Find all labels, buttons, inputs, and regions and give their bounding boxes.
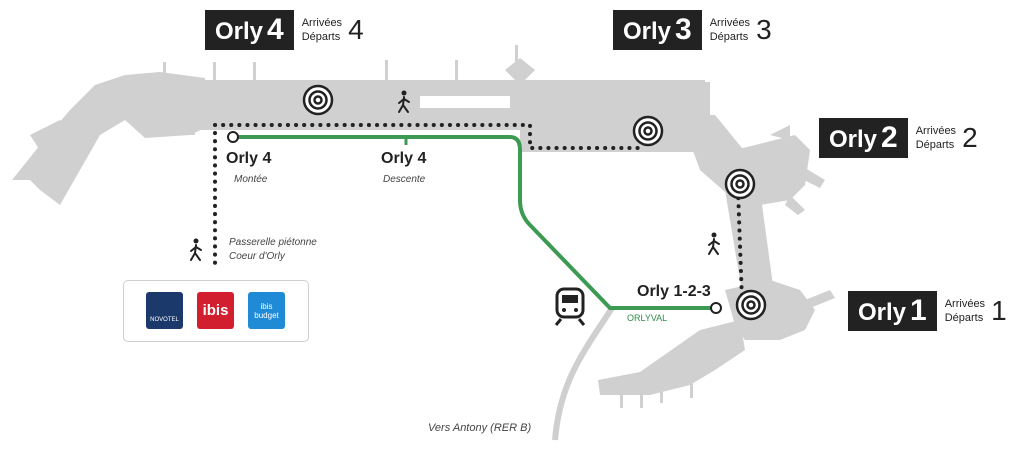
ibis-budget-logo-text: ibis budget bbox=[254, 301, 279, 320]
departures-label: Départs bbox=[709, 31, 749, 43]
station-orly123[interactable] bbox=[710, 302, 722, 314]
departures-label: Départs bbox=[301, 31, 341, 43]
terminal-number: 3 bbox=[675, 13, 692, 46]
arrivals-label: Arrivées bbox=[944, 298, 986, 310]
arrivals-label: Arrivées bbox=[915, 125, 957, 137]
walkway-label-line1: Passerelle piétonne bbox=[229, 237, 317, 248]
rail-line bbox=[552, 306, 615, 441]
terminal-buildings bbox=[12, 45, 835, 408]
terminal-orly3-legend: Arrivées Départs 3 bbox=[710, 14, 772, 46]
terminal-orly4-legend: Arrivées Départs 4 bbox=[302, 14, 364, 46]
legend-number: 1 bbox=[991, 295, 1007, 326]
station-orly4-descente-title: Orly 4 bbox=[381, 150, 427, 167]
terminal-name: Orly bbox=[829, 126, 878, 153]
arrivals-label: Arrivées bbox=[301, 17, 343, 29]
station-orly4-montee[interactable] bbox=[227, 131, 239, 143]
terminal-target-icon bbox=[302, 84, 767, 321]
terminal-name: Orly bbox=[215, 18, 264, 45]
terminal-orly4[interactable]: Orly 4 Arrivées Départs 4 bbox=[205, 10, 364, 50]
terminal-number: 1 bbox=[910, 294, 927, 327]
terminal-orly1-legend: Arrivées Départs 1 bbox=[945, 295, 1007, 327]
train-icon bbox=[554, 287, 586, 326]
departures-label: Départs bbox=[915, 139, 955, 151]
ibis-logo[interactable]: ibis bbox=[197, 292, 234, 329]
legend-number: 4 bbox=[348, 14, 364, 45]
terminal-orly3[interactable]: Orly 3 Arrivées Départs 3 bbox=[613, 10, 772, 50]
pedestrian-icon bbox=[190, 90, 720, 261]
terminal-orly2-badge[interactable]: Orly 2 bbox=[819, 118, 908, 158]
terminal-orly2-legend: Arrivées Départs 2 bbox=[916, 122, 978, 154]
hotels-panel: NOVOTEL ibis ibis budget bbox=[123, 280, 309, 342]
terminal-orly4-badge[interactable]: Orly 4 bbox=[205, 10, 294, 50]
ibis-logo-text: ibis bbox=[202, 302, 229, 319]
walkway-label-line2: Coeur d'Orly bbox=[229, 251, 285, 262]
terminal-orly2[interactable]: Orly 2 Arrivées Départs 2 bbox=[819, 118, 978, 158]
terminal-name: Orly bbox=[623, 18, 672, 45]
terminal-number: 2 bbox=[881, 121, 898, 154]
terminal-orly3-badge[interactable]: Orly 3 bbox=[613, 10, 702, 50]
orlyval-line-label: ORLYVAL bbox=[627, 313, 668, 323]
novotel-logo[interactable]: NOVOTEL bbox=[146, 292, 183, 329]
ibis-budget-logo[interactable]: ibis budget bbox=[248, 292, 285, 329]
terminal-number: 4 bbox=[267, 13, 284, 46]
station-orly123-title: Orly 1-2-3 bbox=[637, 283, 711, 300]
legend-number: 3 bbox=[756, 14, 772, 45]
station-orly4-montee-subtitle: Montée bbox=[234, 174, 268, 185]
station-orly4-montee-title: Orly 4 bbox=[226, 150, 272, 167]
station-orly4-descente-subtitle: Descente bbox=[383, 174, 426, 185]
terminal-orly1[interactable]: Orly 1 Arrivées Départs 1 bbox=[848, 291, 1007, 331]
rail-destination-label: Vers Antony (RER B) bbox=[428, 422, 532, 434]
terminal-name: Orly bbox=[858, 299, 907, 326]
walking-paths bbox=[213, 123, 744, 302]
orlyval-track bbox=[233, 135, 716, 310]
legend-number: 2 bbox=[962, 122, 978, 153]
terminal-orly1-badge[interactable]: Orly 1 bbox=[848, 291, 937, 331]
arrivals-label: Arrivées bbox=[709, 17, 751, 29]
novotel-logo-text: NOVOTEL bbox=[150, 317, 179, 323]
departures-label: Départs bbox=[944, 312, 984, 324]
